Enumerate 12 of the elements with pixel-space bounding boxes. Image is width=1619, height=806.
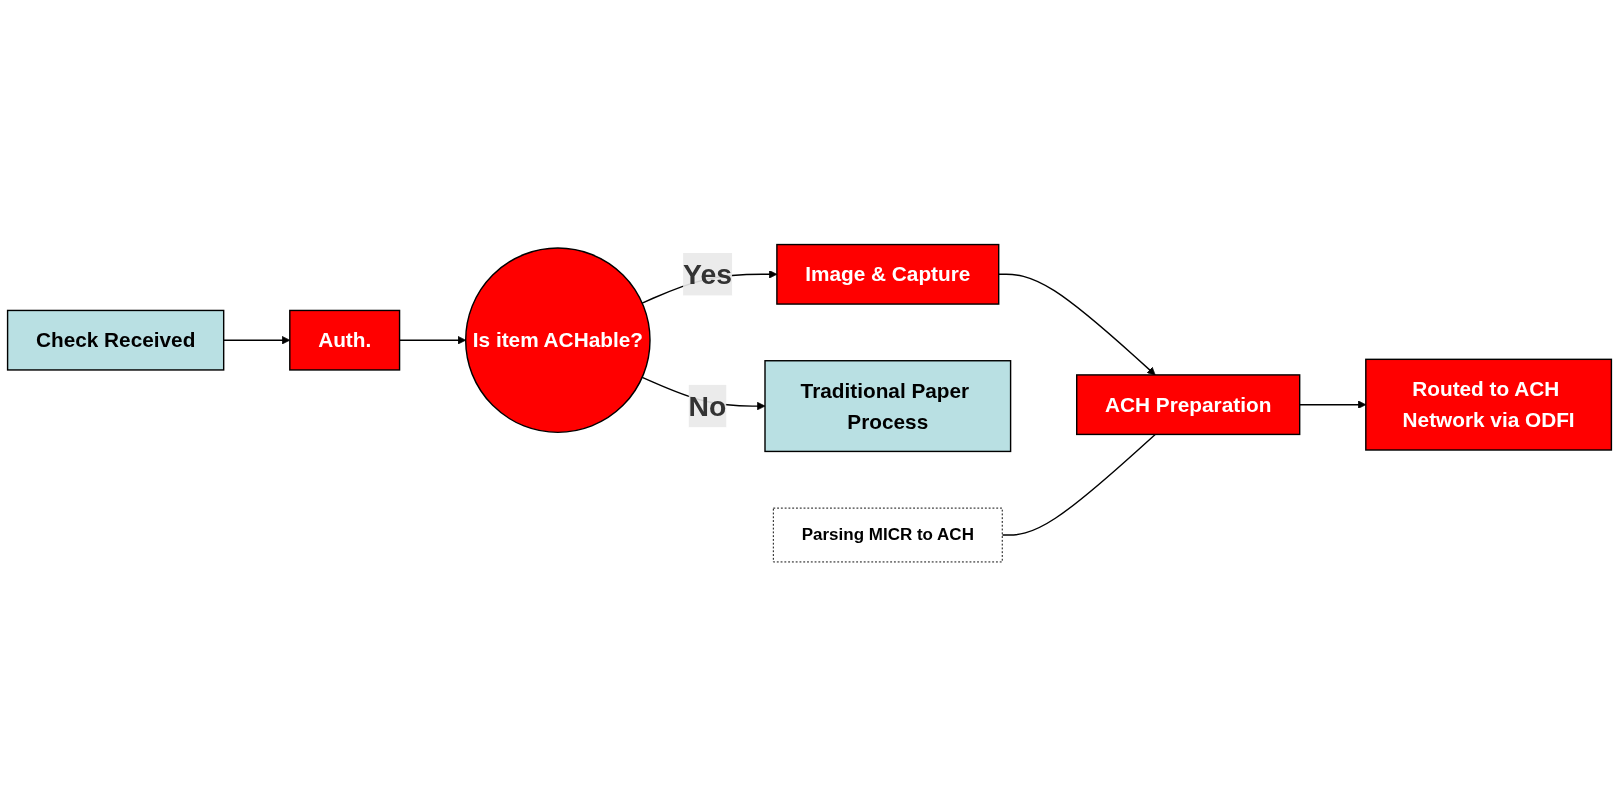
node-box: Parsing MICR to ACH (772, 507, 1003, 563)
node-box: Traditional Paper Process (764, 359, 1012, 452)
arrow (998, 273, 1156, 376)
connector (1001, 433, 1156, 536)
node-circle: Is item ACHable? (465, 247, 651, 433)
node-box: Check Received (6, 309, 225, 371)
edge-label: No (688, 390, 727, 422)
node-box: ACH Preparation (1076, 373, 1301, 435)
node-box: Routed to ACH Network via ODFI (1365, 358, 1613, 451)
node-box: Auth. (289, 309, 401, 371)
node-box: Image & Capture (776, 243, 1000, 305)
edge-label: Yes (683, 258, 732, 290)
